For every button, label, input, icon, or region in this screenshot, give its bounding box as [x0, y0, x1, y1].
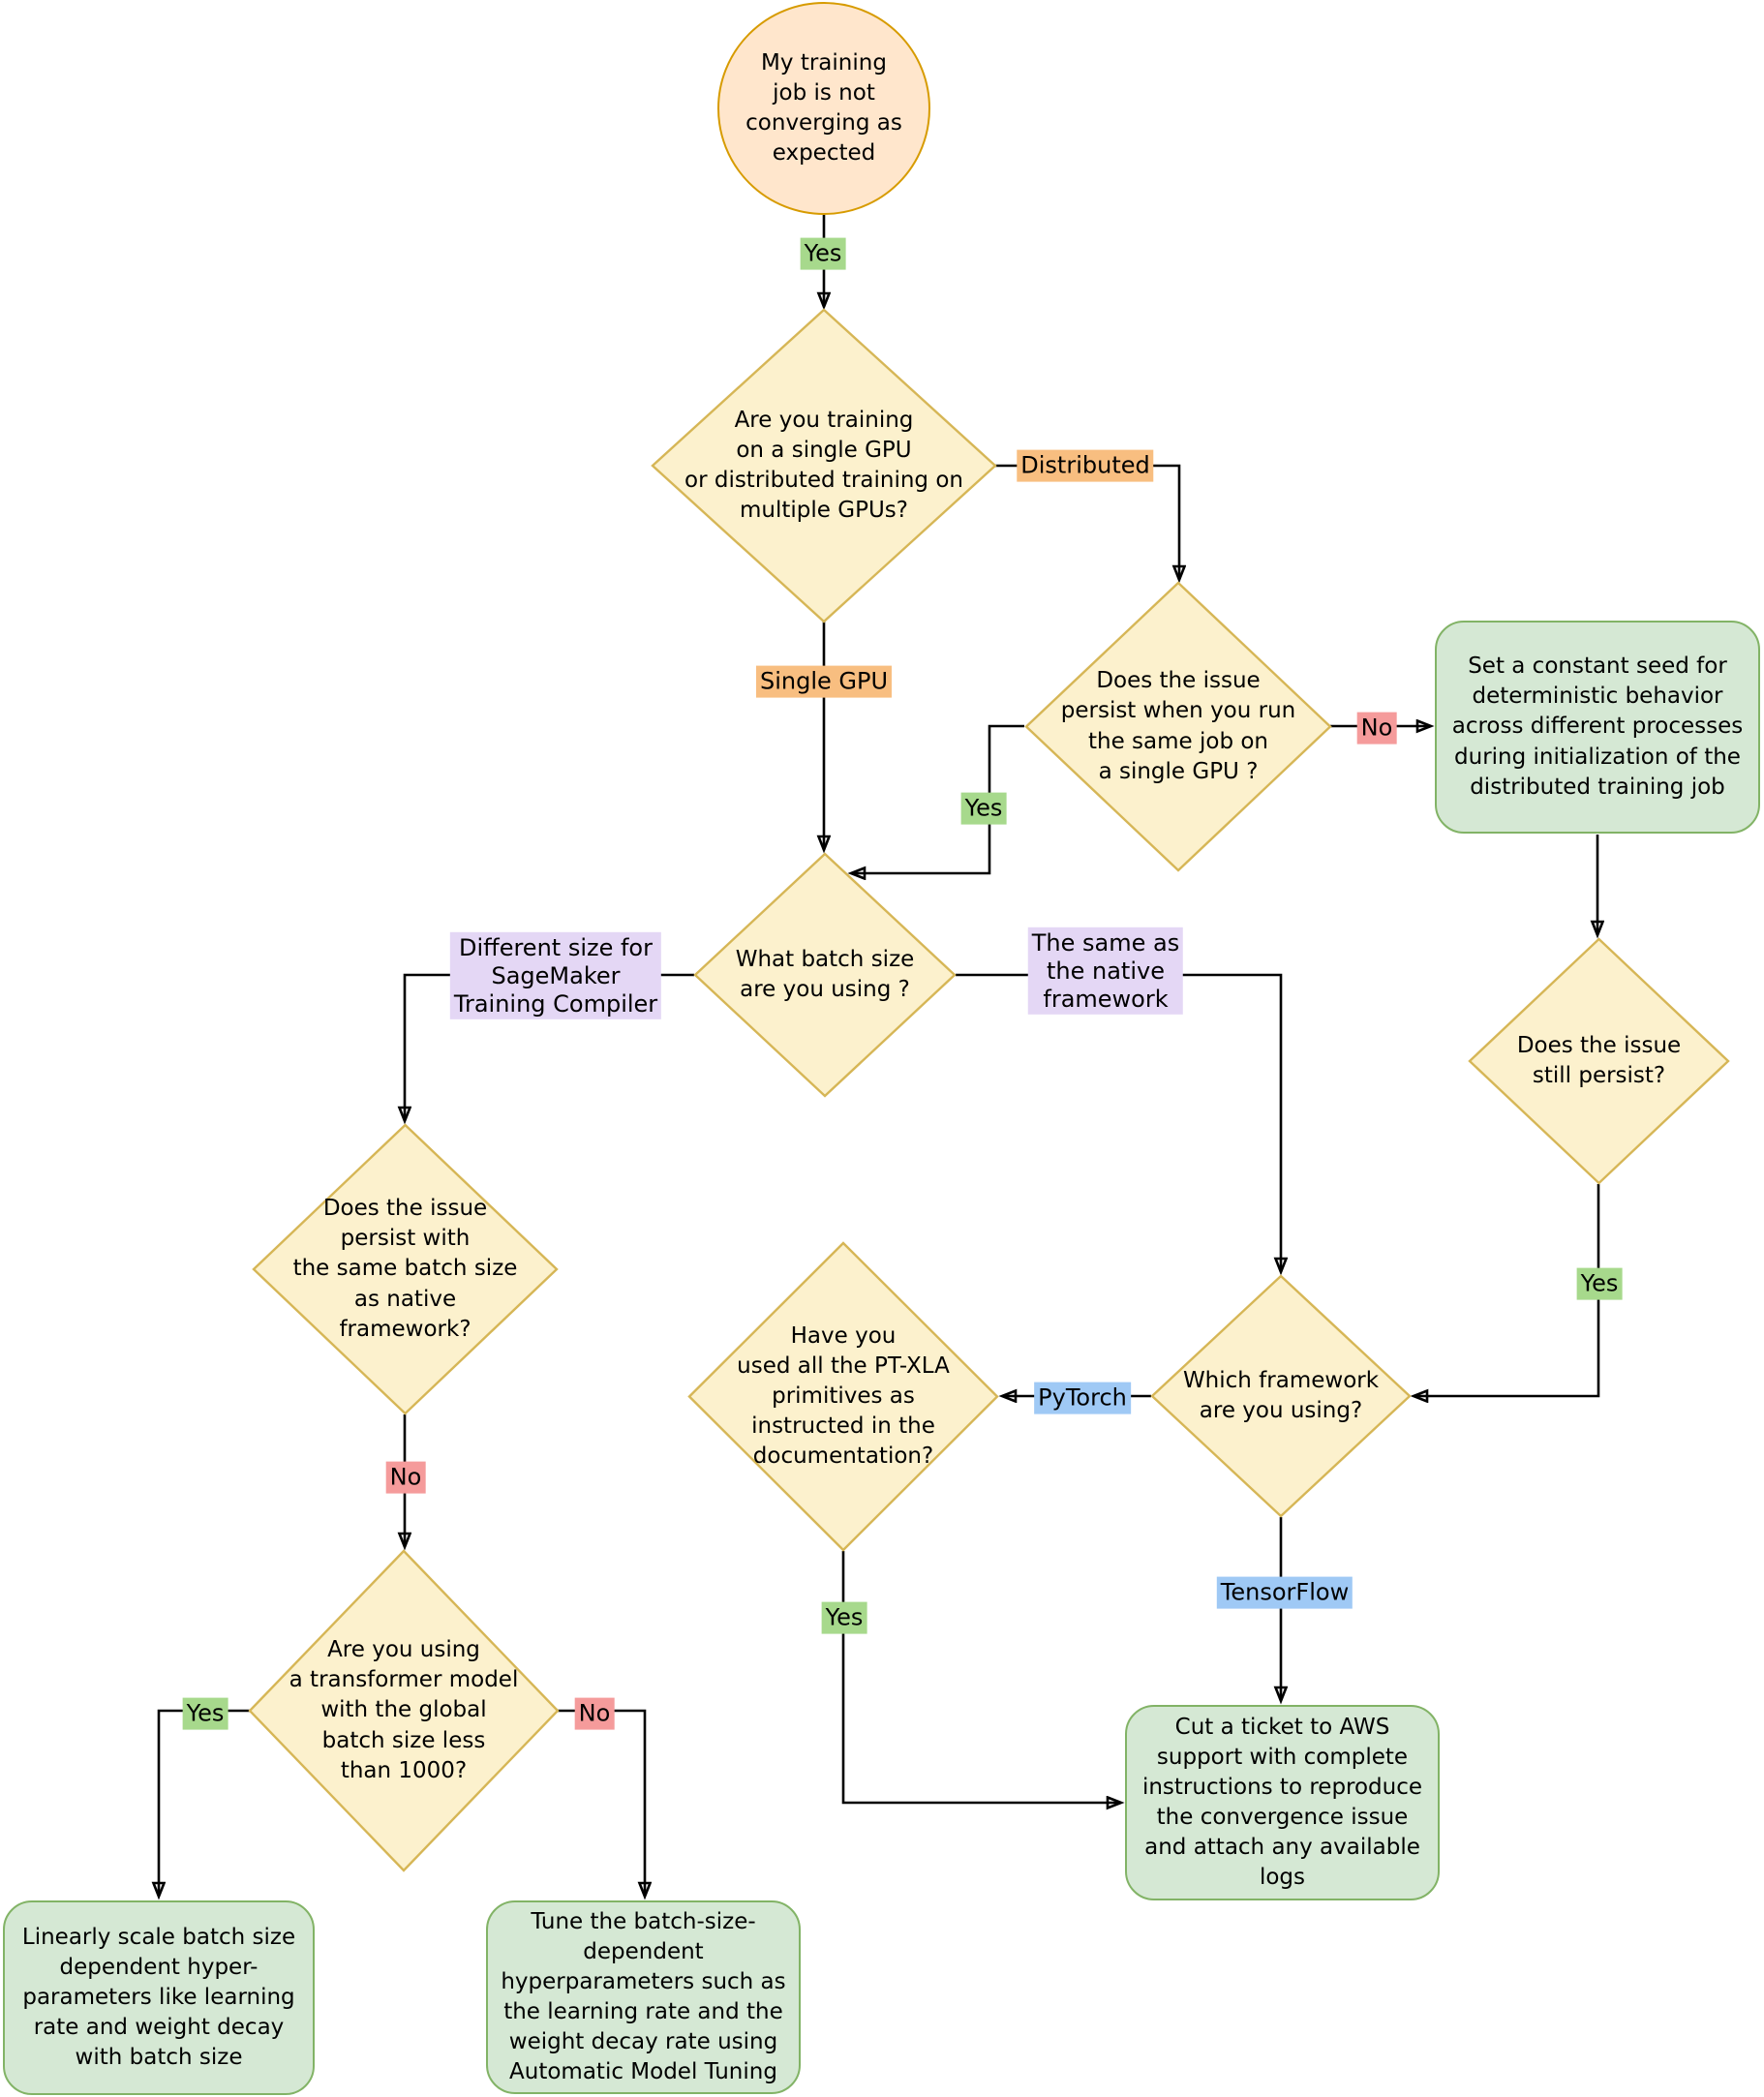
- decision-single-or-distributed: Are you training on a single GPU or dist…: [653, 310, 995, 622]
- edge-label-distributed: Distributed: [1017, 449, 1154, 482]
- edge-distributed: [995, 464, 1179, 580]
- decision-ptxla-primitives-text: Have you used all the PT-XLA primitives …: [737, 1322, 950, 1470]
- edge-label-no-transformer: No: [574, 1697, 615, 1730]
- action-set-constant-seed-text: Set a constant seed for deterministic be…: [1451, 653, 1744, 800]
- edge-label-same-as-native: The same as the native framework: [1027, 927, 1184, 1016]
- diamond-shape: [1026, 583, 1330, 870]
- decision-same-batch-as-native-text: Does the issue persist with the same bat…: [292, 1196, 518, 1342]
- action-set-constant-seed: Set a constant seed for deterministic be…: [1435, 621, 1760, 834]
- edge-label-single-gpu: Single GPU: [755, 665, 893, 698]
- edge-label-yes-transformer: Yes: [182, 1697, 228, 1730]
- start-node: My training job is not converging as exp…: [717, 2, 930, 215]
- edge-label-no-same-batch: No: [385, 1461, 426, 1494]
- edge-label-yes-persist: Yes: [960, 792, 1007, 825]
- edge-label-yes-still: Yes: [1576, 1267, 1623, 1300]
- decision-batch-size: What batch size are you using ?: [695, 854, 955, 1096]
- edge-no-to-tune: [558, 1709, 645, 1897]
- action-linearly-scale-hyperparameters-text: Linearly scale batch size dependent hype…: [21, 1924, 296, 2071]
- edge-label-yes-start: Yes: [800, 237, 846, 270]
- decision-transformer-model-text: Are you using a transformer model with t…: [289, 1637, 519, 1783]
- decision-same-batch-as-native: Does the issue persist with the same bat…: [254, 1125, 557, 1413]
- diamond-shape: [250, 1551, 558, 1870]
- decision-persist-single-gpu: Does the issue persist when you run the …: [1026, 583, 1330, 870]
- decision-ptxla-primitives: Have you used all the PT-XLA primitives …: [689, 1243, 997, 1550]
- edge-label-pytorch: PyTorch: [1034, 1382, 1131, 1414]
- edge-label-different-size: Different size for SageMaker Training Co…: [449, 931, 662, 1020]
- decision-persist-single-gpu-text: Does the issue persist when you run the …: [1060, 668, 1296, 784]
- diamond-shape: [695, 854, 955, 1096]
- diamond-shape: [1152, 1276, 1410, 1516]
- diamond-shape: [653, 310, 995, 622]
- action-tune-hyperparameters: Tune the batch-size- dependent hyperpara…: [486, 1900, 801, 2094]
- edge-same-as-native: [956, 973, 1281, 1272]
- decision-still-persist-text: Does the issue still persist?: [1516, 1032, 1682, 1088]
- action-linearly-scale-hyperparameters: Linearly scale batch size dependent hype…: [3, 1900, 315, 2095]
- decision-single-or-distributed-text: Are you training on a single GPU or dist…: [684, 407, 963, 524]
- decision-still-persist: Does the issue still persist?: [1470, 939, 1728, 1183]
- decision-transformer-model: Are you using a transformer model with t…: [250, 1551, 558, 1870]
- edge-label-no-persist: No: [1356, 712, 1397, 745]
- diamond-shape: [1470, 939, 1728, 1183]
- action-cut-ticket-aws-support-text: Cut a ticket to AWS support with complet…: [1141, 1714, 1423, 1891]
- decision-which-framework: Which framework are you using?: [1152, 1276, 1410, 1516]
- decision-which-framework-text: Which framework are you using?: [1182, 1367, 1380, 1423]
- edge-label-tensorflow: TensorFlow: [1216, 1576, 1353, 1609]
- edge-yes-to-ticket: [841, 1551, 1121, 1803]
- start-node-text: My training job is not converging as exp…: [745, 49, 902, 167]
- action-tune-hyperparameters-text: Tune the batch-size- dependent hyperpara…: [501, 1908, 786, 2085]
- decision-batch-size-text: What batch size are you using ?: [735, 946, 915, 1002]
- edge-label-yes-ptxla: Yes: [821, 1601, 867, 1634]
- diamond-shape: [689, 1243, 997, 1550]
- edge-yes-to-linear-scale: [159, 1709, 250, 1897]
- action-cut-ticket-aws-support: Cut a ticket to AWS support with complet…: [1125, 1705, 1440, 1900]
- diamond-shape: [254, 1125, 557, 1413]
- edge-yes-to-framework: [1414, 1184, 1600, 1396]
